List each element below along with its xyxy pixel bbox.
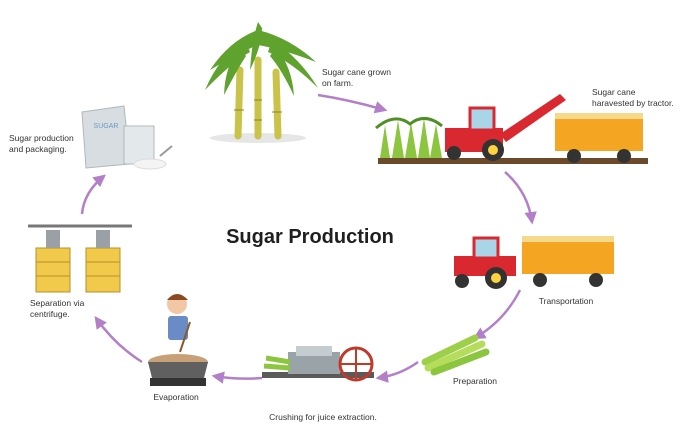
transport-tractor-illustration [454, 236, 614, 289]
arrow-separation-to-packaging [80, 174, 106, 215]
evaporation-person-illustration [148, 294, 208, 386]
cycle-arrows [80, 93, 537, 384]
harvesting-tractor-illustration [375, 94, 648, 164]
step-label-crushing: Crushing for juice extraction. [269, 412, 377, 422]
step-label-transportation: Transportation [538, 296, 594, 306]
step-label-grown: Sugar cane grown on farm. [322, 67, 391, 88]
arrow-preparation-to-crushing [375, 360, 419, 383]
step-label-separation: Separation via centrifuge. [30, 298, 85, 319]
sugar-bag-text: SUGAR [94, 123, 119, 130]
arrow-harvest-to-transport [504, 171, 537, 225]
cut-cane-bundle-illustration [421, 334, 490, 376]
arrow-evaporation-to-separation [94, 315, 143, 364]
arrow-crushing-to-evaporation [211, 371, 263, 384]
step-label-harvested: Sugar cane haravested by tractor. [592, 87, 674, 108]
step-label-packaging: Sugar production and packaging. [9, 133, 74, 154]
sugar-bag-illustration: SUGAR [81, 105, 173, 170]
step-label-preparation: Preparation [453, 376, 497, 386]
arrow-farm-to-harvest [317, 93, 388, 114]
centrifuge-illustration [28, 224, 132, 293]
arrow-transport-to-preparation [472, 289, 522, 340]
diagram-title: Sugar Production [226, 226, 394, 248]
crushing-machine-illustration [262, 346, 374, 382]
sugar-cane-plant-illustration [205, 22, 318, 143]
step-label-evaporation: Evaporation [153, 392, 199, 402]
